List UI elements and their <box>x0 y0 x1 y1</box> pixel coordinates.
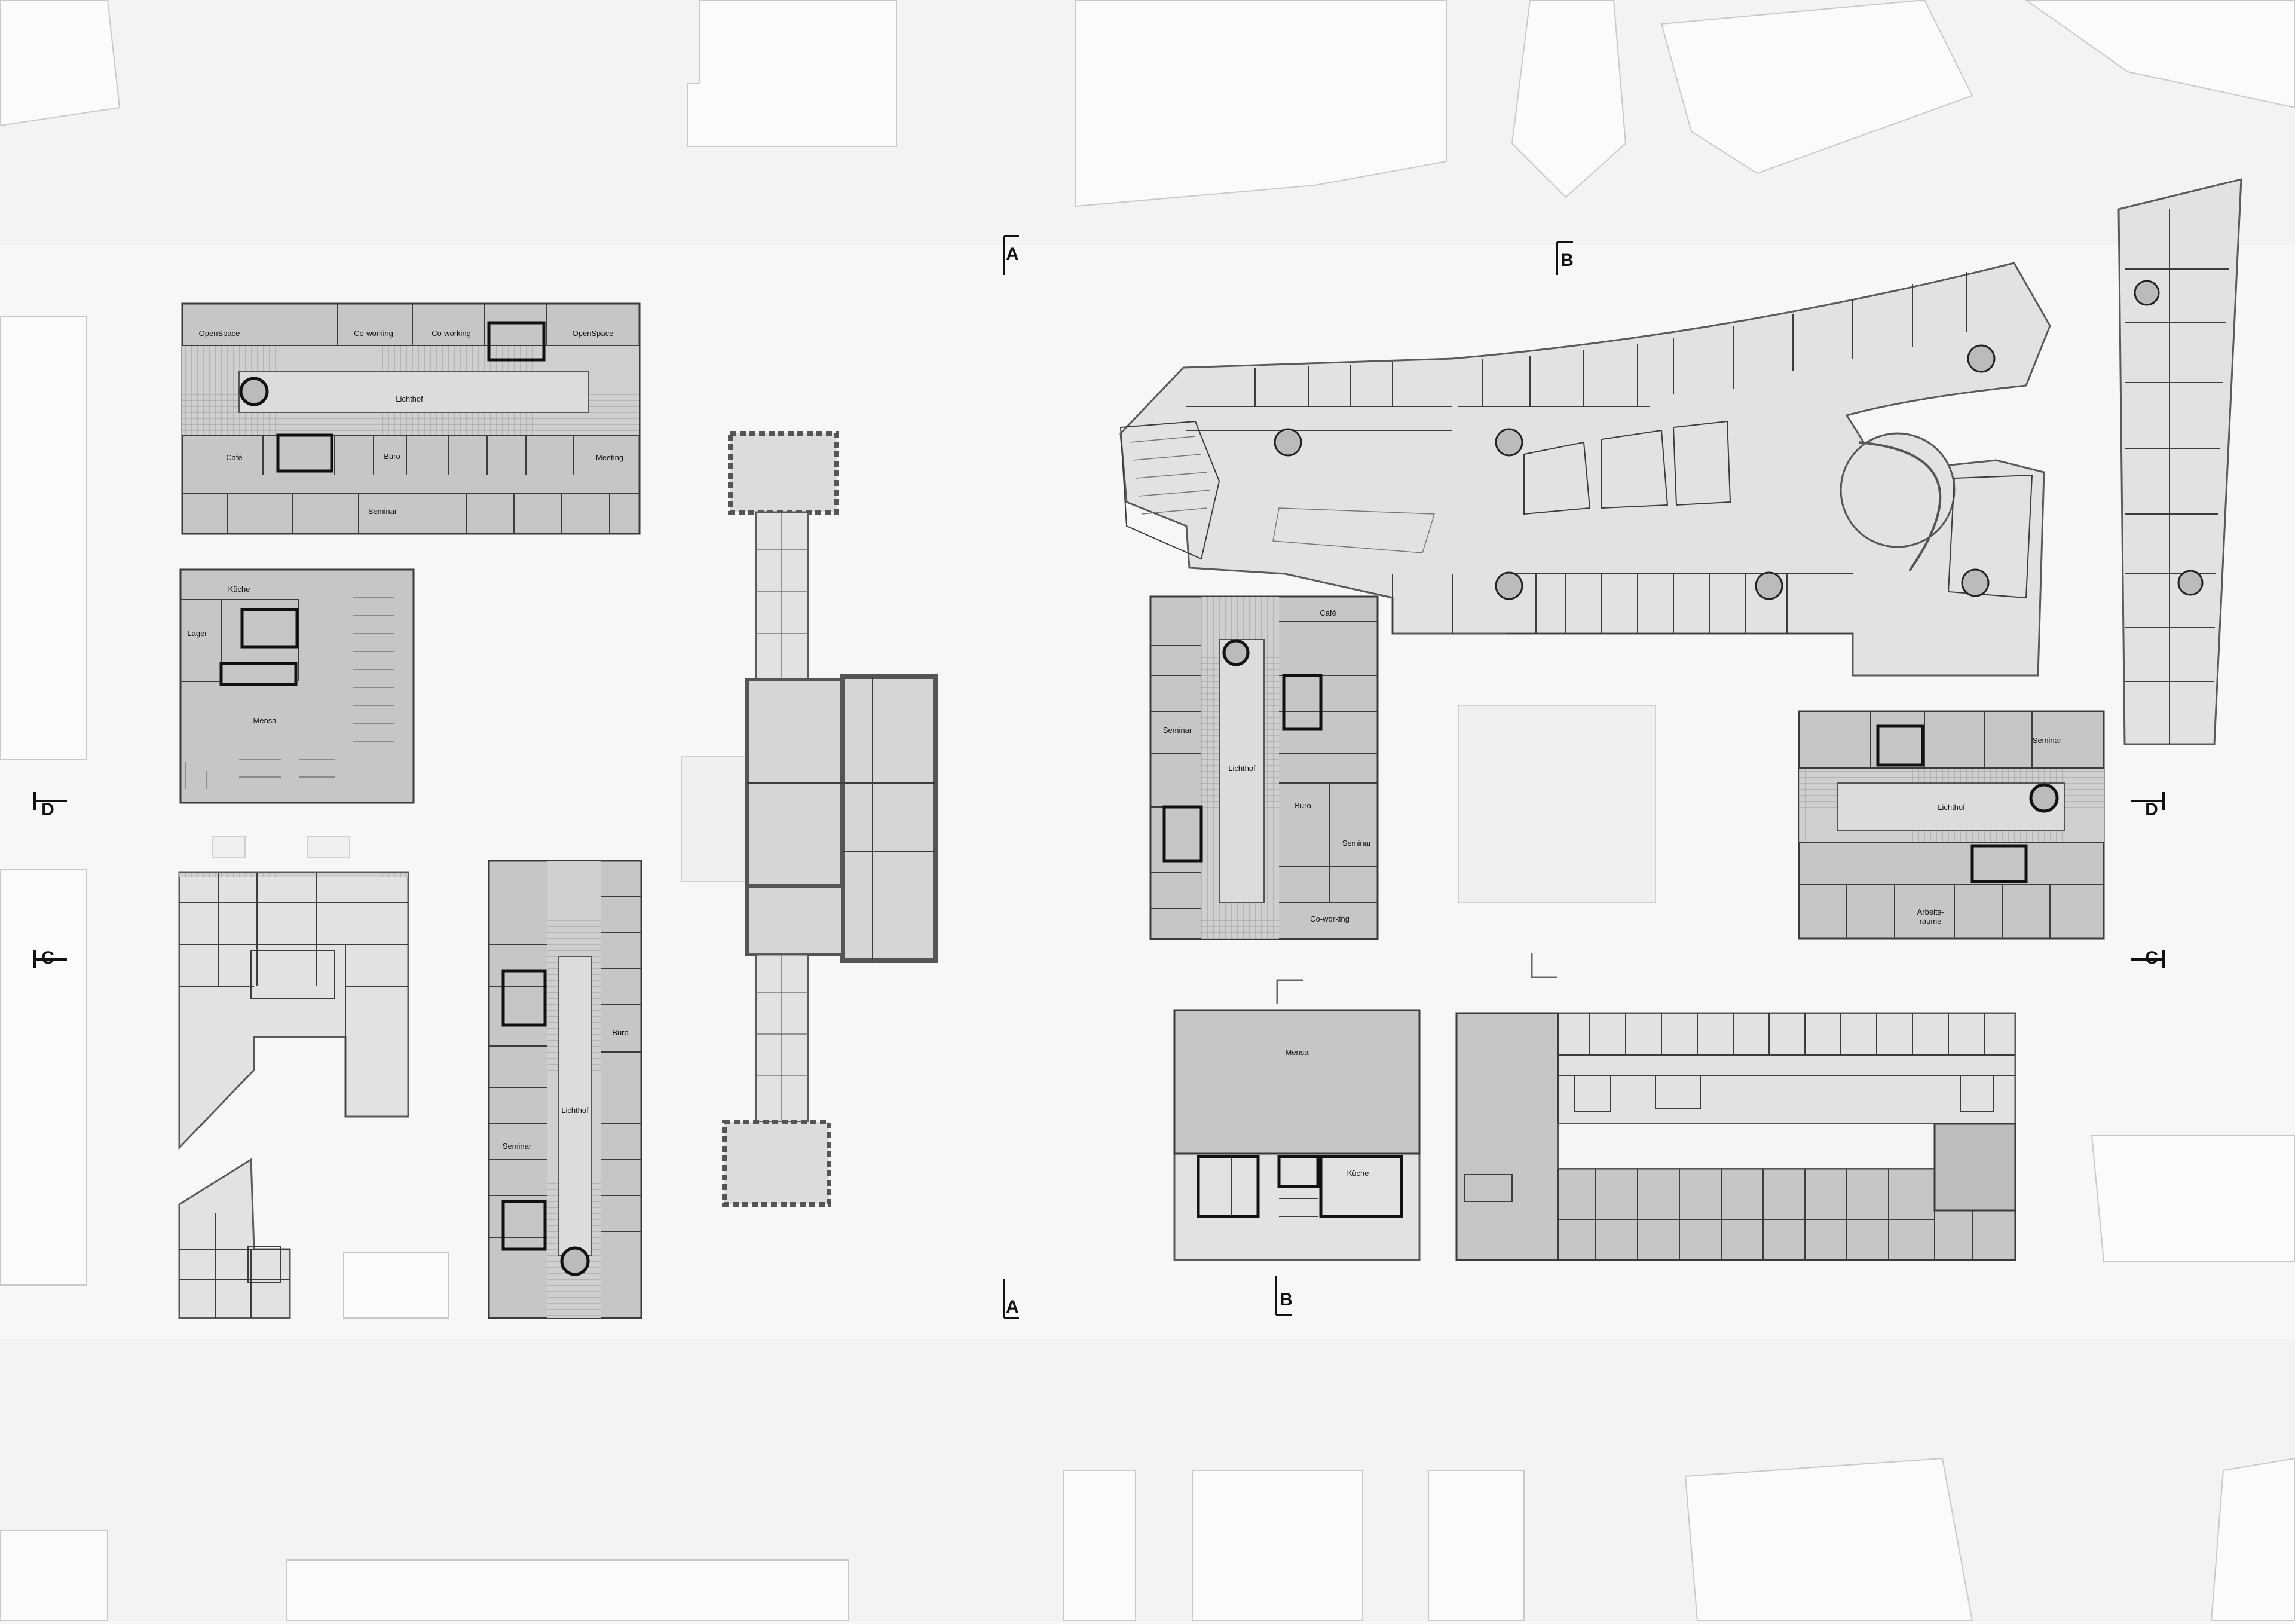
label-seminar: Seminar <box>368 507 397 516</box>
label-coworking-2: Co-working <box>432 329 471 338</box>
label-seminar: Seminar <box>503 1142 532 1151</box>
section-marks: A A B B C C D D <box>33 235 2165 1319</box>
label-seminar-left: Seminar <box>1163 726 1192 735</box>
label-lichthof: Lichthof <box>1228 764 1256 773</box>
label-cafe: Café <box>226 453 242 462</box>
label-lager: Lager <box>187 629 207 638</box>
plan-campus-ground-floor <box>1119 178 2242 745</box>
plan-long-left: Büro Lichthof Seminar <box>488 860 642 1319</box>
section-mark-b-top: B <box>1560 250 1574 270</box>
label-arbeitsraeume-1: Arbeits- <box>1917 907 1944 916</box>
label-meeting: Meeting <box>596 453 623 462</box>
plan-right: Seminar Lichthof Arbeits- räume <box>1798 710 2105 940</box>
plan-center: Café Seminar Lichthof Büro Seminar Co-wo… <box>1149 595 1379 940</box>
label-coworking-1: Co-working <box>354 329 393 338</box>
plan-mensa-center: Mensa Küche <box>1173 1009 1421 1261</box>
section-mark-c-right: C <box>2145 948 2158 968</box>
label-kueche: Küche <box>228 585 250 594</box>
section-mark-d-right: D <box>2145 800 2158 819</box>
label-buero: Büro <box>384 452 400 461</box>
plan-top-left: OpenSpace Co-working Co-working OpenSpac… <box>181 302 641 535</box>
label-seminar: Seminar <box>2033 736 2062 745</box>
plan-cruciform <box>722 431 938 1207</box>
label-mensa: Mensa <box>1285 1048 1309 1057</box>
label-kueche: Küche <box>1347 1169 1369 1178</box>
label-buero: Büro <box>612 1028 628 1037</box>
section-mark-a-top: A <box>1006 244 1019 264</box>
label-lichthof: Lichthof <box>1938 803 1965 812</box>
label-coworking: Co-working <box>1310 915 1350 923</box>
label-lichthof: Lichthof <box>396 394 423 403</box>
plan-u-shape-left <box>178 836 409 1319</box>
label-openspace-left: OpenSpace <box>199 329 240 338</box>
section-mark-b-bottom: B <box>1280 1290 1293 1310</box>
label-lichthof: Lichthof <box>561 1106 589 1115</box>
plan-mensa-left: Küche Lager Mensa <box>179 568 415 804</box>
section-mark-d-left: D <box>41 800 54 819</box>
section-mark-c-left: C <box>41 948 54 968</box>
label-openspace-right: OpenSpace <box>573 329 614 338</box>
label-seminar-right: Seminar <box>1342 839 1372 848</box>
label-buero: Büro <box>1295 801 1311 810</box>
plan-courtyard-block <box>1455 1012 2016 1261</box>
label-mensa: Mensa <box>253 716 277 725</box>
label-cafe: Café <box>1320 608 1336 617</box>
section-mark-a-bottom: A <box>1006 1297 1019 1317</box>
label-arbeitsraeume-2: räume <box>1920 917 1942 926</box>
